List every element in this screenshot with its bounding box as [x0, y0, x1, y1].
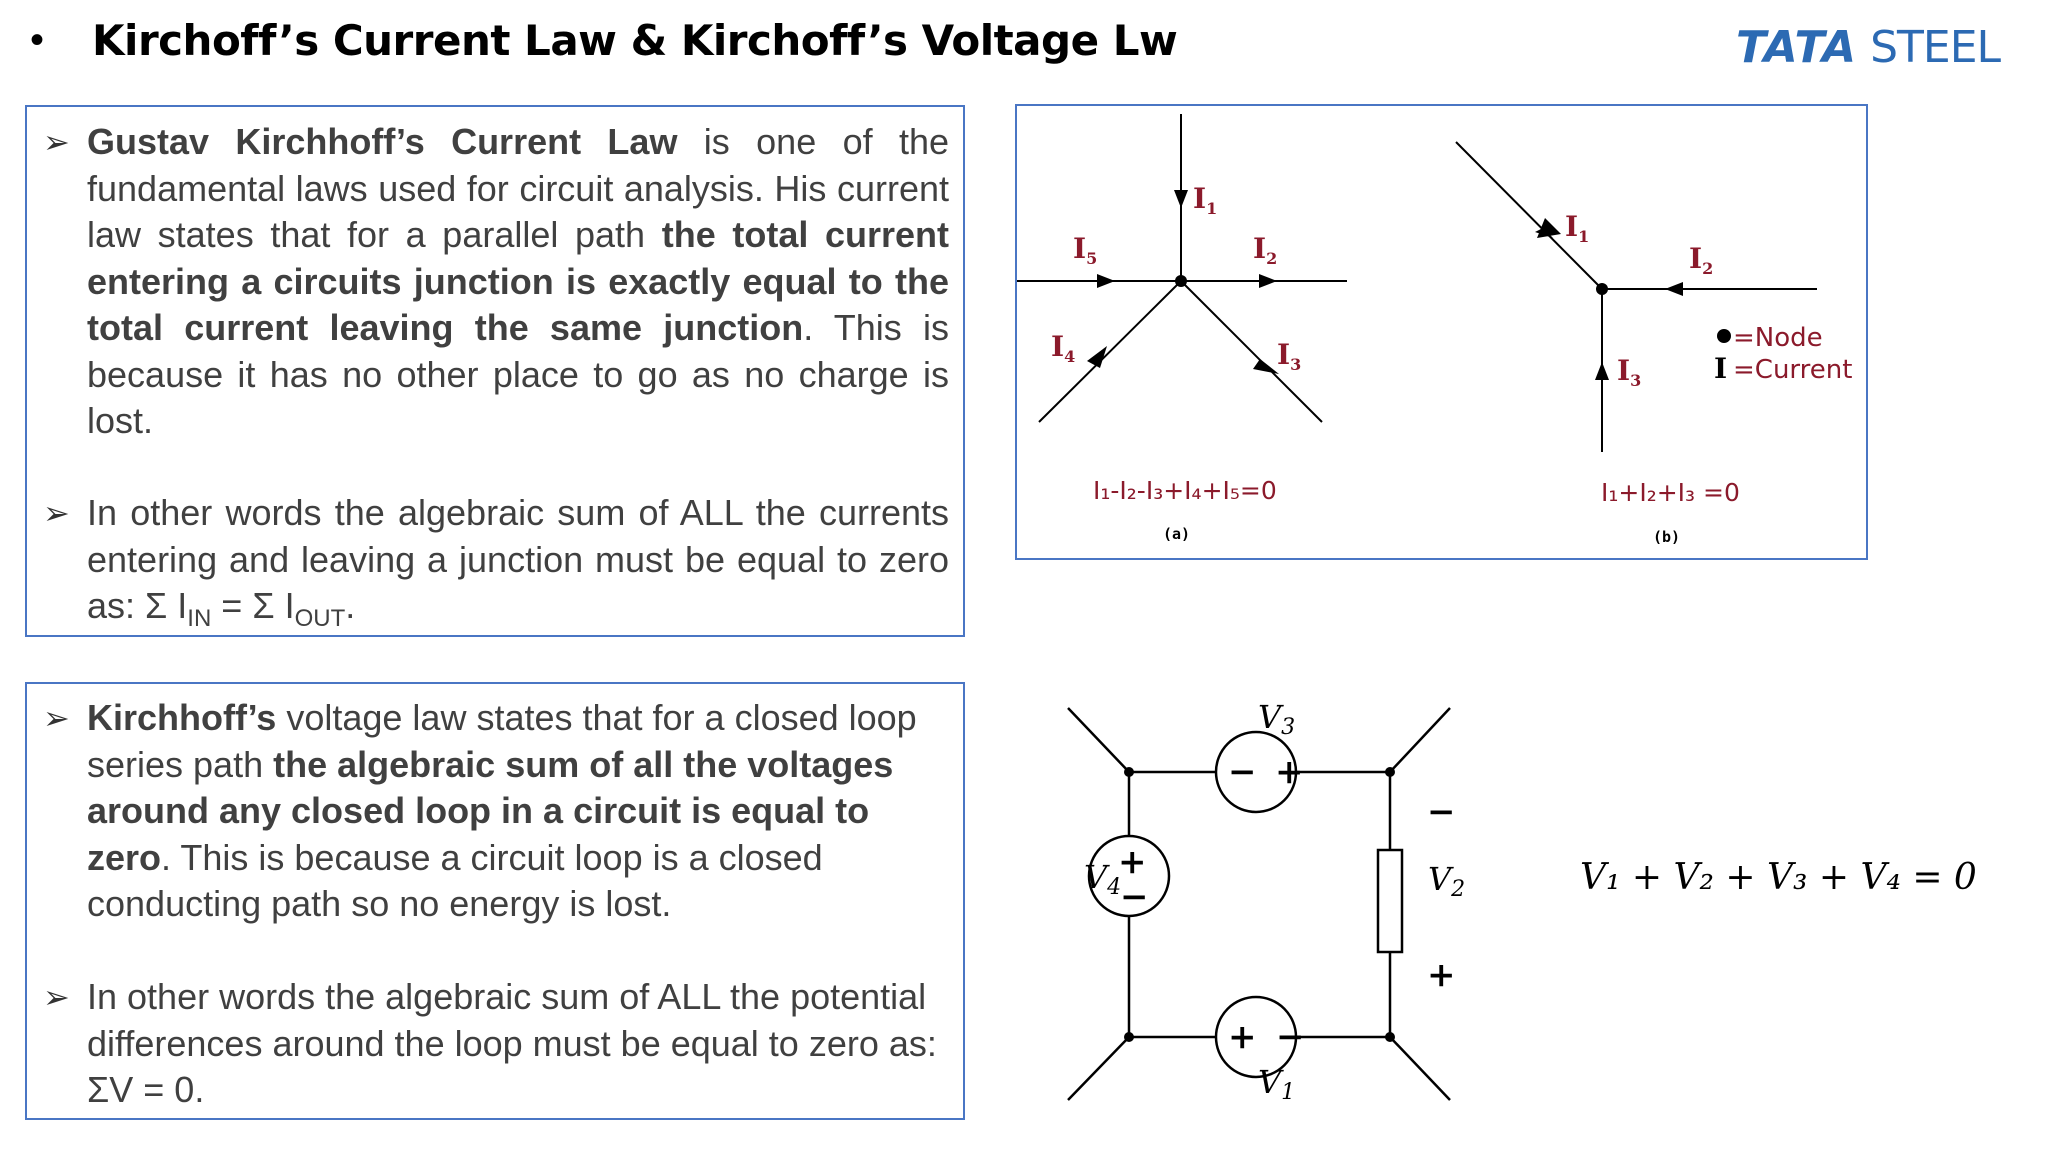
- legend-current-label: =Current: [1733, 355, 1852, 385]
- logo-text-tata: TATA: [1736, 22, 1858, 73]
- kcl-diagram-a: I1 I5 I2 I4 I3 I₁-I₂-I₃+I₄+I₅=0 (a): [1017, 114, 1347, 543]
- v1-minus-sign: −: [1276, 1017, 1305, 1057]
- legend-current-symbol: I: [1714, 352, 1727, 385]
- kcl-a-label-i5: I5: [1073, 232, 1097, 268]
- v3-plus-sign: +: [1275, 752, 1304, 792]
- voltage-source-v4: [1087, 834, 1171, 918]
- tata-steel-logo: TATA STEEL: [1736, 22, 2001, 73]
- legend-node-dot-icon: [1717, 329, 1731, 343]
- title-bullet: •: [30, 17, 45, 62]
- kcl-a-label-i1: I1: [1193, 182, 1217, 218]
- kcl-a-label-i2: I2: [1253, 232, 1277, 268]
- kvl-p1-text-2: . This is because a circuit loop is a cl…: [87, 836, 823, 925]
- v1-label: V1: [1258, 1063, 1295, 1105]
- kcl-p2-sub-in: IN: [187, 605, 212, 632]
- v1-plus-sign: +: [1228, 1017, 1257, 1057]
- kcl-figure-box: I1 I5 I2 I4 I3 I₁-I₂-I₃+I₄+I₅=0 (a) I1 I…: [1015, 104, 1868, 560]
- v4-minus-sign: −: [1120, 877, 1149, 917]
- kcl-p1-text-1: is one of the fundamental laws used for …: [87, 121, 950, 255]
- kcl-a-label-i3: I3: [1277, 338, 1301, 374]
- kcl-a-caption: (a): [1163, 525, 1190, 543]
- voltage-source-v3: [1214, 730, 1298, 814]
- arrow-bullet-icon: ➢: [43, 124, 70, 160]
- voltage-source-v1: [1214, 995, 1298, 1079]
- kcl-a-equation: I₁-I₂-I₃+I₄+I₅=0: [1093, 476, 1277, 505]
- v4-label: V4: [1084, 858, 1121, 900]
- kcl-b-label-i2: I2: [1689, 242, 1713, 278]
- v3-minus-sign: −: [1228, 752, 1257, 792]
- kvl-p1-bold-1: Kirchhoff’s: [87, 697, 277, 738]
- kcl-p1-bold-2: the total current entering a circuits ju…: [87, 214, 950, 348]
- kvl-circuit-diagram: − + + − + − − + V3 V4 V2 V1 V₁ + V₂ + V₃…: [1067, 698, 1977, 1105]
- v4-plus-sign: +: [1118, 842, 1147, 882]
- v2-label: V2: [1428, 860, 1465, 902]
- kvl-paragraph-2: ➢ In other words the algebraic sum of ALL…: [43, 974, 949, 1114]
- kcl-text-box: ➢ Gustav Kirchhoff’s Current Law is one o…: [25, 105, 965, 637]
- kcl-p2-text-1: In other words the algebraic sum of ALL …: [87, 492, 949, 626]
- v2-plus-sign: +: [1427, 955, 1456, 995]
- kcl-b-caption: (b): [1653, 528, 1680, 546]
- kcl-p2-text-2: = Σ I: [211, 585, 295, 626]
- kcl-a-label-i4: I4: [1051, 330, 1075, 366]
- kcl-p1-text-2: . This is because it has no other place …: [87, 307, 949, 441]
- kvl-wires: [1067, 707, 1451, 1101]
- arrow-bullet-icon: ➢: [43, 979, 70, 1015]
- arrow-bullet-icon: ➢: [43, 495, 70, 531]
- arrow-bullet-icon: ➢: [43, 700, 70, 736]
- legend-node-label: =Node: [1733, 323, 1823, 353]
- kcl-diagram: I1 I5 I2 I4 I3 I₁-I₂-I₃+I₄+I₅=0 (a) I1 I…: [1017, 114, 1852, 546]
- kcl-paragraph-1: ➢ Gustav Kirchhoff’s Current Law is one o…: [43, 119, 950, 445]
- kvl-nodes: [1124, 767, 1395, 1042]
- kcl-b-equation: I₁+I₂+I₃ =0: [1601, 478, 1740, 507]
- kvl-p1-text-1: voltage law states that for a closed loo…: [87, 697, 917, 785]
- kcl-p2-sub-out: OUT: [294, 605, 346, 632]
- kvl-p1-bold-2: the algebraic sum of all the voltages ar…: [87, 743, 894, 878]
- kvl-paragraph-1: ➢ Kirchhoff’s voltage law states that for…: [43, 695, 949, 928]
- kcl-b-label-i1: I1: [1565, 210, 1589, 246]
- kvl-text-box: ➢ Kirchhoff’s voltage law states that for…: [25, 682, 965, 1120]
- logo-text-steel: STEEL: [1857, 22, 2001, 73]
- kvl-equation: V₁ + V₂ + V₃ + V₄ = 0: [1580, 857, 1977, 898]
- title-row: • Kirchoff’s Current Law & Kirchoff’s Vo…: [30, 10, 1178, 70]
- kcl-b-label-i3: I3: [1617, 354, 1641, 390]
- kvl-p2-text-1: In other words the algebraic sum of ALL …: [87, 976, 937, 1110]
- kcl-p1-bold-1: Gustav Kirchhoff’s Current Law: [87, 121, 678, 162]
- page-title: Kirchoff’s Current Law & Kirchoff’s Volt…: [92, 15, 1178, 65]
- v3-label: V3: [1258, 698, 1295, 740]
- kcl-paragraph-2: ➢ In other words the algebraic sum of ALL…: [43, 490, 949, 632]
- v2-minus-sign: −: [1427, 792, 1456, 832]
- kcl-p2-text-3: .: [345, 585, 356, 626]
- kcl-diagram-b: I1 I2 I3 =Node I =Current I₁+I₂+I₃ =0 (b…: [1455, 141, 1852, 546]
- resistor-v2: [1376, 848, 1404, 954]
